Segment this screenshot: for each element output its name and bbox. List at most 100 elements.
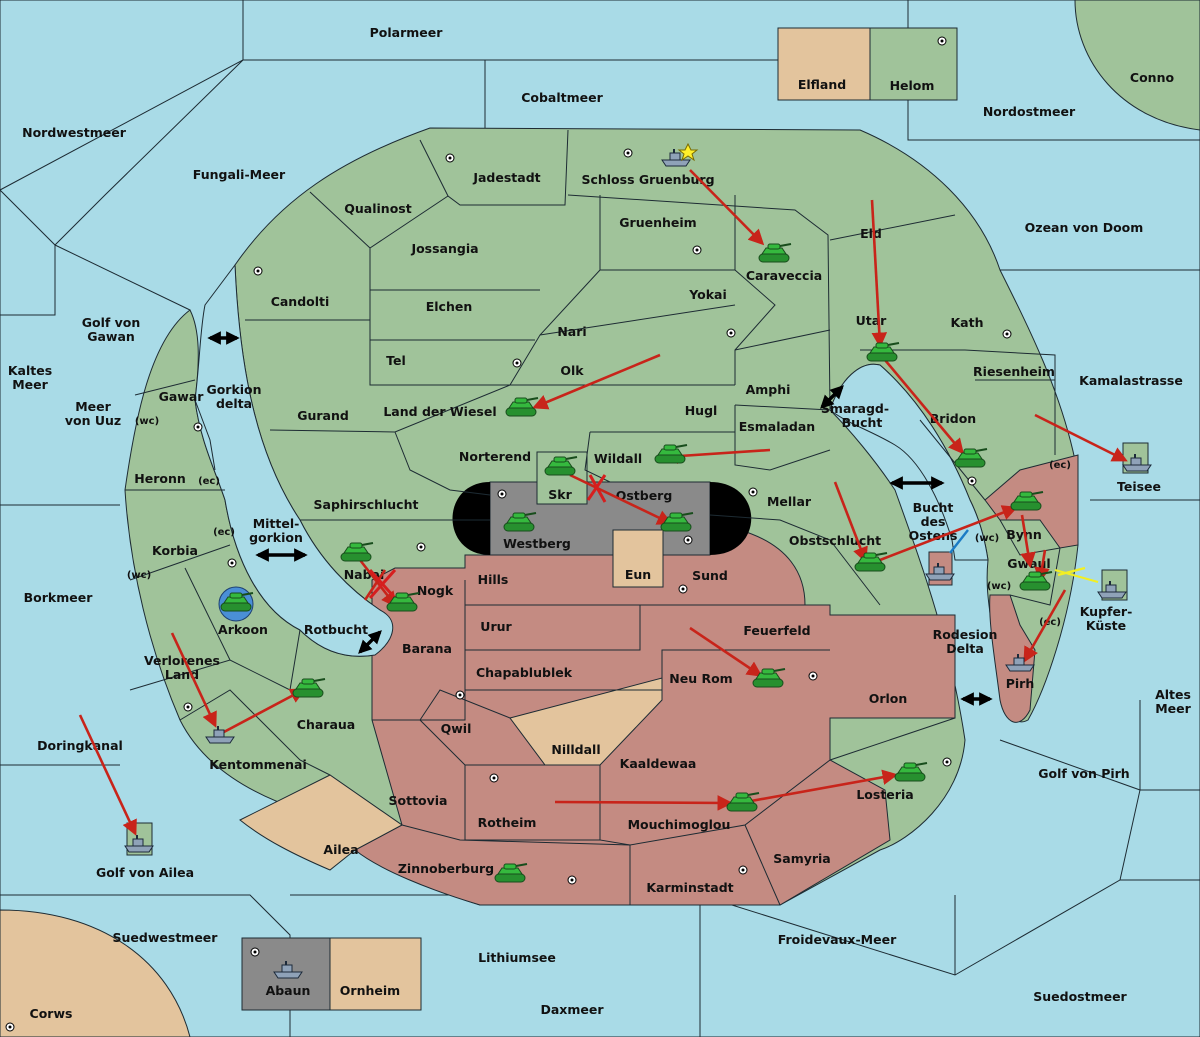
label-riesenheim: Riesenheim — [973, 364, 1055, 379]
label-smaragd-1: Smaragd- — [821, 401, 889, 416]
region-nilldall[interactable] — [509, 677, 663, 766]
label-elfland: Elfland — [798, 77, 846, 92]
label-wiesel: Land der Wiesel — [383, 404, 496, 419]
supply-center-icon — [678, 584, 688, 594]
region-elfland[interactable] — [777, 27, 871, 101]
supply-center-icon — [623, 148, 633, 158]
region-ornheim[interactable] — [329, 937, 422, 1011]
label-teisee: Teisee — [1117, 479, 1161, 494]
label-rodesion-2: Delta — [946, 641, 984, 656]
label-chapa: Chapablublek — [476, 665, 573, 680]
label-golf-gawan-2: Gawan — [87, 329, 135, 344]
supply-center-icon — [937, 36, 947, 46]
supply-center-icon — [748, 487, 758, 497]
region-gorkion-delta[interactable] — [194, 263, 394, 657]
label-olk: Olk — [560, 363, 584, 378]
support-line — [1057, 566, 1086, 577]
star-icon — [677, 142, 699, 162]
label-polarmeer: Polarmeer — [370, 25, 444, 40]
move-arrow — [870, 199, 888, 349]
label-golf-gawan-1: Golf von — [82, 315, 141, 330]
supply-center-icon — [1002, 329, 1012, 339]
label-skr: Skr — [548, 487, 572, 502]
label-caraveccia: Caraveccia — [746, 268, 822, 283]
double-arrow-icon — [358, 630, 382, 654]
label-korbia: Korbia — [152, 543, 198, 558]
label-westberg: Westberg — [503, 536, 571, 551]
double-arrow-icon — [820, 385, 844, 409]
label-jadestadt: Jadestadt — [472, 170, 540, 185]
label-doringkanal: Doringkanal — [37, 738, 123, 753]
label-gruenheim: Gruenheim — [619, 215, 696, 230]
convoy-line — [949, 529, 969, 554]
label-conno: Conno — [1130, 70, 1175, 85]
region-eun[interactable] — [612, 529, 664, 588]
label-nari: Nari — [557, 324, 586, 339]
label-jossangia: Jossangia — [410, 241, 478, 256]
label-ailea: Ailea — [323, 842, 358, 857]
label-corws: Corws — [30, 1006, 73, 1021]
impassable-east-cap — [710, 482, 752, 555]
supply-center-icon — [253, 266, 263, 276]
label-golf-ailea: Golf von Ailea — [96, 865, 194, 880]
label-kentommenai: Kentommenai — [209, 757, 307, 772]
coast-bynn-wc: (wc) — [975, 533, 999, 544]
move-arrow — [569, 473, 673, 525]
label-feuerfeld: Feuerfeld — [743, 623, 810, 638]
label-gorkion-1: Gorkion — [206, 382, 261, 397]
label-mittel-2: gorkion — [249, 530, 303, 545]
move-arrow — [221, 688, 306, 735]
label-nogk: Nogk — [417, 583, 454, 598]
supply-center-icon — [445, 153, 455, 163]
supply-center-icon — [416, 542, 426, 552]
label-mellar: Mellar — [767, 494, 812, 509]
label-ostberg: Ostberg — [616, 488, 673, 503]
region-pirh[interactable] — [989, 594, 1036, 723]
region-conno[interactable] — [1074, 0, 1200, 131]
label-smaragd-2: Bucht — [842, 415, 883, 430]
region-smaragd-bucht[interactable] — [829, 363, 989, 561]
label-qwil: Qwil — [441, 721, 472, 736]
label-uuz-2: von Uuz — [65, 413, 121, 428]
label-obst: Obstschlucht — [789, 533, 881, 548]
supply-center-icon — [455, 690, 465, 700]
label-bridon: Bridon — [930, 411, 976, 426]
failed-order-icon — [586, 474, 607, 501]
supply-center-icon — [250, 947, 260, 957]
label-altes-1: Altes — [1155, 687, 1191, 702]
label-rodesion-1: Rodesion — [933, 627, 998, 642]
label-altes-2: Meer — [1155, 701, 1191, 716]
label-losteria: Losteria — [856, 787, 913, 802]
label-gurand: Gurand — [297, 408, 349, 423]
label-utar: Utar — [856, 313, 888, 328]
label-kupfer-1: Kupfer- — [1080, 604, 1133, 619]
label-amphi: Amphi — [746, 382, 791, 397]
label-bucht-1: Bucht — [913, 500, 954, 515]
label-mouchi: Mouchimoglou — [628, 817, 731, 832]
label-hills: Hills — [478, 572, 509, 587]
label-sund: Sund — [692, 568, 728, 583]
label-nordostmeer: Nordostmeer — [983, 104, 1076, 119]
region-corws[interactable] — [0, 909, 191, 1037]
supply-center-icon — [227, 558, 237, 568]
label-zinnoberburg: Zinnoberburg — [398, 861, 494, 876]
label-sottovia: Sottovia — [389, 793, 448, 808]
label-heronn: Heronn — [134, 471, 186, 486]
label-charaua: Charaua — [297, 717, 355, 732]
label-eun: Eun — [625, 567, 651, 582]
swap-arrows — [207, 331, 993, 706]
supply-center-icon — [692, 245, 702, 255]
label-hugl: Hugl — [685, 403, 718, 418]
move-arrow — [532, 353, 661, 410]
region-ailea[interactable] — [239, 774, 403, 871]
label-urur: Urur — [480, 619, 512, 634]
coast-gawar-wc: (wc) — [135, 416, 159, 427]
move-arrow — [1023, 589, 1067, 663]
label-kupfer-2: Küste — [1086, 618, 1126, 633]
label-nilldall: Nilldall — [551, 742, 600, 757]
label-tel: Tel — [386, 353, 406, 368]
impassable-west-cap — [452, 482, 490, 555]
coast-korbia-wc: (wc) — [127, 570, 151, 581]
coast-gwaul-wc: (wc) — [987, 581, 1011, 592]
coast-korbia-ec: (ec) — [213, 527, 235, 538]
